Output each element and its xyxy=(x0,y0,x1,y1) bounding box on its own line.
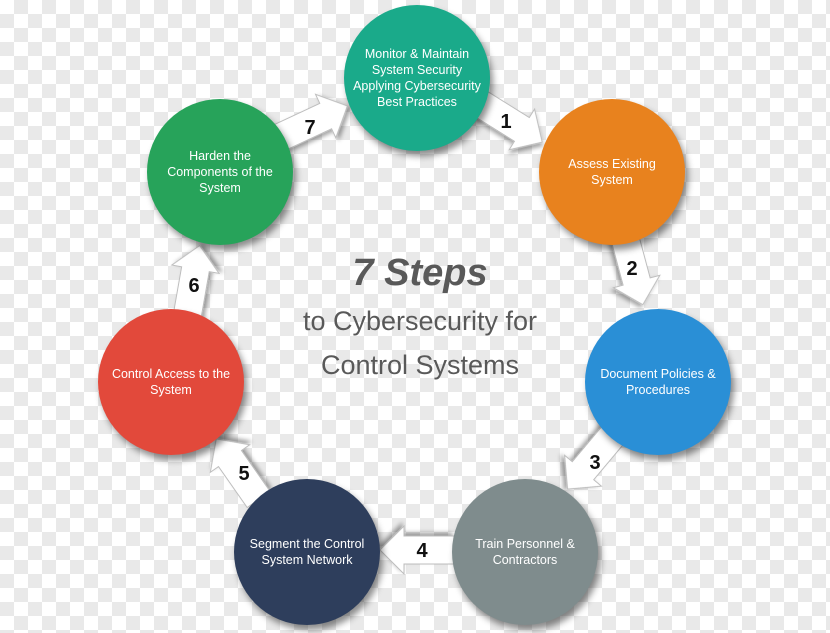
step-5-circle: Segment the Control System Network xyxy=(234,479,380,625)
step-1-label: Monitor & Maintain System Security Apply… xyxy=(353,47,481,109)
arrow-number-7: 7 xyxy=(304,117,315,139)
step-2-label: Assess Existing System xyxy=(568,157,656,187)
step-6-label: Control Access to the System xyxy=(111,367,231,397)
arrow-number-6: 6 xyxy=(188,275,199,297)
arrow-number-2: 2 xyxy=(626,258,637,280)
arrow-number-1: 1 xyxy=(500,111,511,133)
title-main: 7 Steps xyxy=(352,252,488,294)
step-3-label: Document Policies & Procedures xyxy=(600,367,716,397)
title-line-3: Control Systems xyxy=(320,350,520,380)
arrow-1 xyxy=(471,90,543,151)
arrow-number-5: 5 xyxy=(238,463,249,485)
title-line-2: to Cybersecurity for xyxy=(302,306,538,336)
step-2-circle: Assess Existing System xyxy=(539,99,685,245)
step-7-circle: Harden the Components of the System xyxy=(147,99,293,245)
arrow-7 xyxy=(273,93,349,151)
arrow-5 xyxy=(209,438,271,509)
step-7-label: Harden the Components of the System xyxy=(167,149,273,195)
arrow-number-3: 3 xyxy=(589,452,600,474)
arrow-4 xyxy=(379,524,455,576)
arrow-6 xyxy=(170,244,221,322)
step-3-circle: Document Policies & Procedures xyxy=(585,309,731,455)
step-5-label: Segment the Control System Network xyxy=(249,537,365,567)
arrow-number-4: 4 xyxy=(416,540,428,562)
step-6-circle: Control Access to the System xyxy=(98,309,244,455)
arrow-3 xyxy=(564,422,627,490)
step-4-circle: Train Personnel & Contractors xyxy=(452,479,598,625)
step-1-circle: Monitor & Maintain System Security Apply… xyxy=(344,5,490,151)
step-4-label: Train Personnel & Contractors xyxy=(475,537,575,567)
